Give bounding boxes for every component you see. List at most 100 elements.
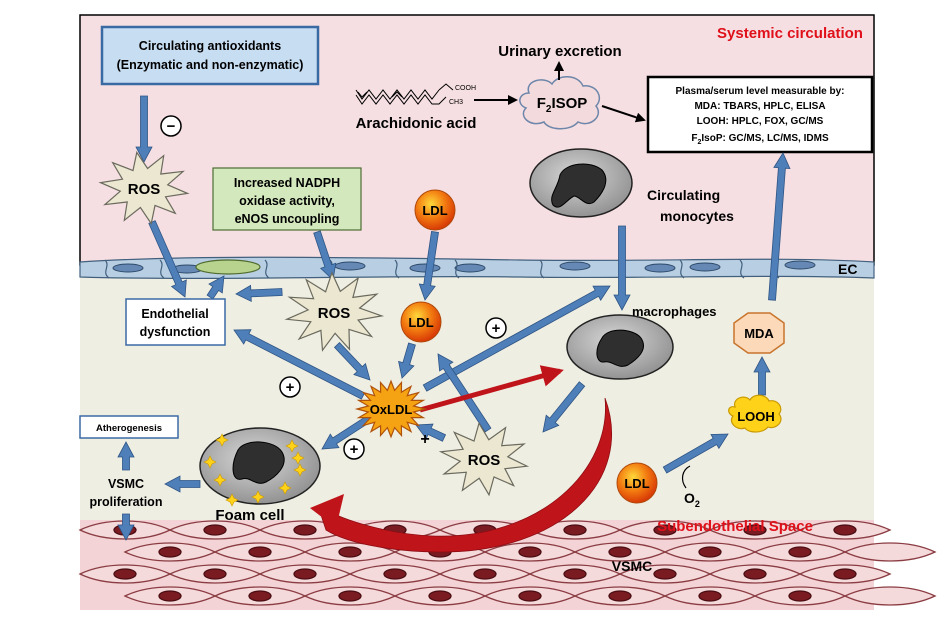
macrophage-to-foam-red-arrow: [317, 397, 612, 553]
vsmc-nucleus: [518, 590, 542, 602]
ldl-to-looh-arrow: [662, 433, 729, 474]
lipid-droplet: [225, 493, 239, 507]
foam-cell-label: Foam cell: [215, 507, 284, 524]
ec-junction: [679, 259, 685, 279]
svg-text:+: +: [350, 441, 359, 458]
ec-nucleus: [454, 263, 486, 273]
ros-to-oxldl-arrow: [333, 342, 371, 381]
circulating-monocytes-line2: monocytes: [660, 208, 734, 224]
systemic-circulation-label: Systemic circulation: [717, 25, 863, 42]
ec-junction: [454, 259, 460, 279]
atherogenesis-label: Atherogenesis: [96, 423, 162, 434]
vsmc-nucleus: [743, 524, 767, 536]
red-arrow-head: [310, 494, 344, 528]
ec-nucleus: [559, 261, 591, 271]
ros-star-top: [98, 150, 190, 226]
plus-sign-3: +: [343, 438, 365, 460]
vsmc-proliferation-line1: VSMC: [108, 477, 144, 491]
vsmc-nucleus: [833, 568, 857, 580]
plasma-line1: Plasma/serum level measurable by:: [676, 86, 845, 97]
antioxidants-line1: Circulating antioxidants: [139, 39, 281, 53]
f2isop-label: F2ISOP: [537, 95, 588, 115]
ldl-particle-mid: LDL: [400, 301, 442, 343]
vsmc-nucleus: [698, 590, 722, 602]
lipid-droplet: [251, 490, 265, 504]
f2isop-cloud: [519, 76, 601, 130]
ec-nucleus: [334, 261, 366, 271]
vsmc-nucleus: [653, 568, 677, 580]
ros-to-ldl-arrow: [437, 353, 492, 433]
vsmc-nucleus: [158, 546, 182, 558]
vsmc-nucleus: [608, 590, 632, 602]
vsmc-nucleus: [248, 546, 272, 558]
vsmc-proliferation-line2: proliferation: [90, 495, 163, 509]
f2isop-to-plasma-arrow: [601, 105, 646, 123]
o2-connector: [681, 465, 691, 489]
antioxidants-line2: (Enzymatic and non-enzymatic): [117, 58, 304, 72]
svg-text:LDL: LDL: [624, 476, 649, 491]
endothelial-layer: [79, 256, 875, 279]
minus-sign-antioxidant: −: [160, 115, 182, 137]
urinary-excretion-label: Urinary excretion: [498, 43, 621, 60]
lipid-droplet: [293, 463, 307, 477]
foam-to-vsmc-arrow: [164, 475, 201, 493]
macrophages-label: macrophages: [632, 304, 717, 319]
dysfunction-to-ec-arrow: [206, 275, 225, 300]
mda-octagon: [733, 312, 785, 354]
endothelial-dysfunction-line1: Endothelial: [141, 307, 208, 321]
arachidonic-acid-label: Arachidonic acid: [356, 115, 477, 132]
monocyte-to-macrophage-arrow: [613, 225, 631, 311]
vsmc-nucleus: [113, 568, 137, 580]
ch3-label: CH3: [449, 99, 463, 106]
oxldl-to-macrophage-red-arrow: [419, 365, 564, 413]
svg-text:LDL: LDL: [408, 315, 433, 330]
ec-nucleus: [689, 262, 721, 272]
subendothelial-label: Subendothelial Space: [657, 518, 813, 535]
lipid-droplet: [291, 451, 305, 465]
ec-junction: [539, 259, 545, 279]
mda-to-plasma-arrow: [768, 152, 791, 301]
ros-top-label: ROS: [128, 181, 161, 198]
lipid-droplet: [278, 481, 292, 495]
antioxidants-box: [100, 25, 320, 86]
lipid-droplet: [203, 455, 217, 469]
vsmc-proliferation-down-arrow: [117, 513, 135, 541]
nadph-line3: eNOS uncoupling: [235, 212, 340, 226]
ec-junction: [159, 259, 165, 279]
circulating-monocytes-line1: Circulating: [647, 187, 720, 203]
foam-cell: [199, 427, 321, 507]
atherogenesis-box: [79, 415, 179, 439]
vsmc-nucleus: [428, 590, 452, 602]
cooh-label: COOH: [455, 85, 476, 92]
looh-to-mda-arrow: [753, 356, 771, 396]
plasma-line4: F2IsoP: GC/MS, LC/MS, IDMS: [691, 133, 829, 146]
svg-text:LDL: LDL: [422, 203, 447, 218]
ec-label: EC: [838, 261, 857, 277]
ros-mid-label: ROS: [318, 305, 351, 322]
ldl-particle-top: LDL: [414, 189, 456, 231]
nadph-to-ros-arrow: [313, 230, 337, 281]
ec-junction: [264, 259, 270, 279]
lipid-droplet: [213, 473, 227, 487]
svg-text:−: −: [167, 118, 176, 135]
nadph-line2: oxidase activity,: [239, 194, 335, 208]
vsmc-nucleus: [788, 546, 812, 558]
looh-cloud: [728, 394, 782, 433]
ec-nucleus: [409, 263, 441, 273]
ros-low-label: ROS: [468, 452, 501, 469]
ros-star-low: [438, 421, 530, 497]
o2-label: O2: [684, 490, 700, 509]
plus-sign-2: +: [279, 376, 301, 398]
oxldl-label: OxLDL: [370, 402, 413, 417]
plasma-measurement-box: [646, 75, 874, 154]
vsmc-label: VSMC: [612, 558, 652, 574]
ec-junction: [739, 259, 745, 279]
ldl-to-ldl-arrow: [418, 231, 439, 301]
oxldl-to-dysfunction-arrow: [233, 329, 366, 400]
plus-sign-1: +: [485, 317, 507, 339]
ros-to-dysfunction-arrow: [148, 220, 187, 298]
vsmc-nucleus: [518, 546, 542, 558]
vsmc-nucleus: [203, 524, 227, 536]
ldl-to-oxldl-arrow: [398, 342, 416, 379]
